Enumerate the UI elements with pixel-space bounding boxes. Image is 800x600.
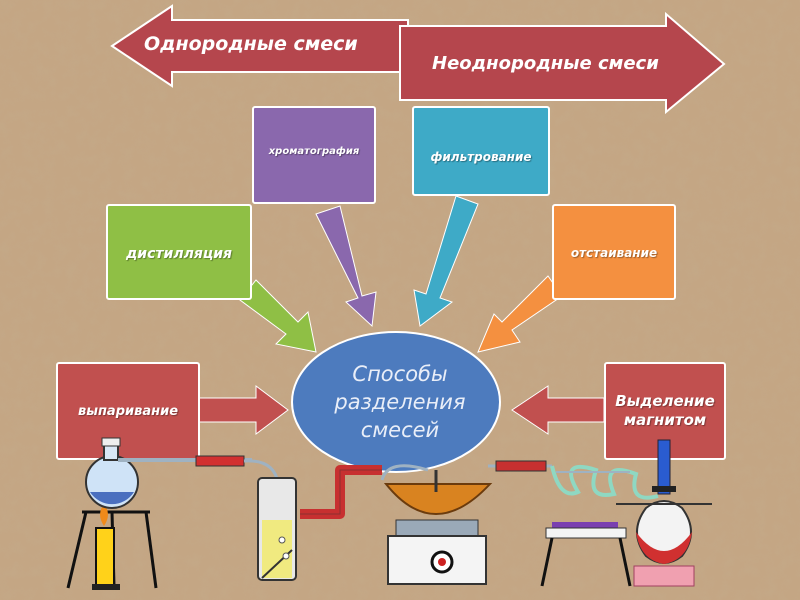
- settling-label: отстаивание: [570, 246, 658, 260]
- center-title: Способы разделения смесей: [334, 362, 466, 442]
- distillation-box: дистилляция: [106, 204, 252, 300]
- evaporation-label: выпаривание: [77, 403, 179, 419]
- test-tube-icon: [257, 477, 297, 581]
- settling-arrow: [477, 275, 563, 353]
- heterogeneous-arrow: [399, 11, 726, 115]
- burner-icon: [92, 504, 120, 590]
- chromatography-arrow: [315, 205, 377, 328]
- filtration-arrow: [413, 195, 479, 327]
- filtration-label: фильтрование: [430, 150, 532, 164]
- evaporating-dish-icon: [380, 464, 493, 515]
- magnet-arrow: [511, 385, 605, 435]
- filtration-box: фильтрование: [412, 106, 550, 196]
- magnet-label: Выделение магнитом: [615, 392, 715, 429]
- round-flask-icon: [85, 437, 139, 509]
- chromatography-label: хроматография: [268, 146, 360, 157]
- center-circle: [291, 331, 501, 473]
- magnet-box: Выделение магнитом: [604, 362, 726, 460]
- distillation-arrow: [239, 279, 317, 353]
- separating-flask-icon: [616, 439, 712, 587]
- chromatography-box: хроматография: [252, 106, 376, 204]
- condenser-icon: [488, 460, 659, 500]
- homogeneous-label: Однородные смеси: [144, 33, 358, 55]
- table-icon: [540, 522, 632, 587]
- delivery-tube-icon: [118, 455, 280, 484]
- settling-box: отстаивание: [552, 204, 676, 300]
- evaporation-arrow: [197, 385, 289, 435]
- hotplate-icon: [387, 519, 487, 585]
- distillation-label: дистилляция: [125, 246, 232, 262]
- heterogeneous-label: Неоднородные смеси: [432, 53, 659, 74]
- hose-icon: [300, 465, 382, 519]
